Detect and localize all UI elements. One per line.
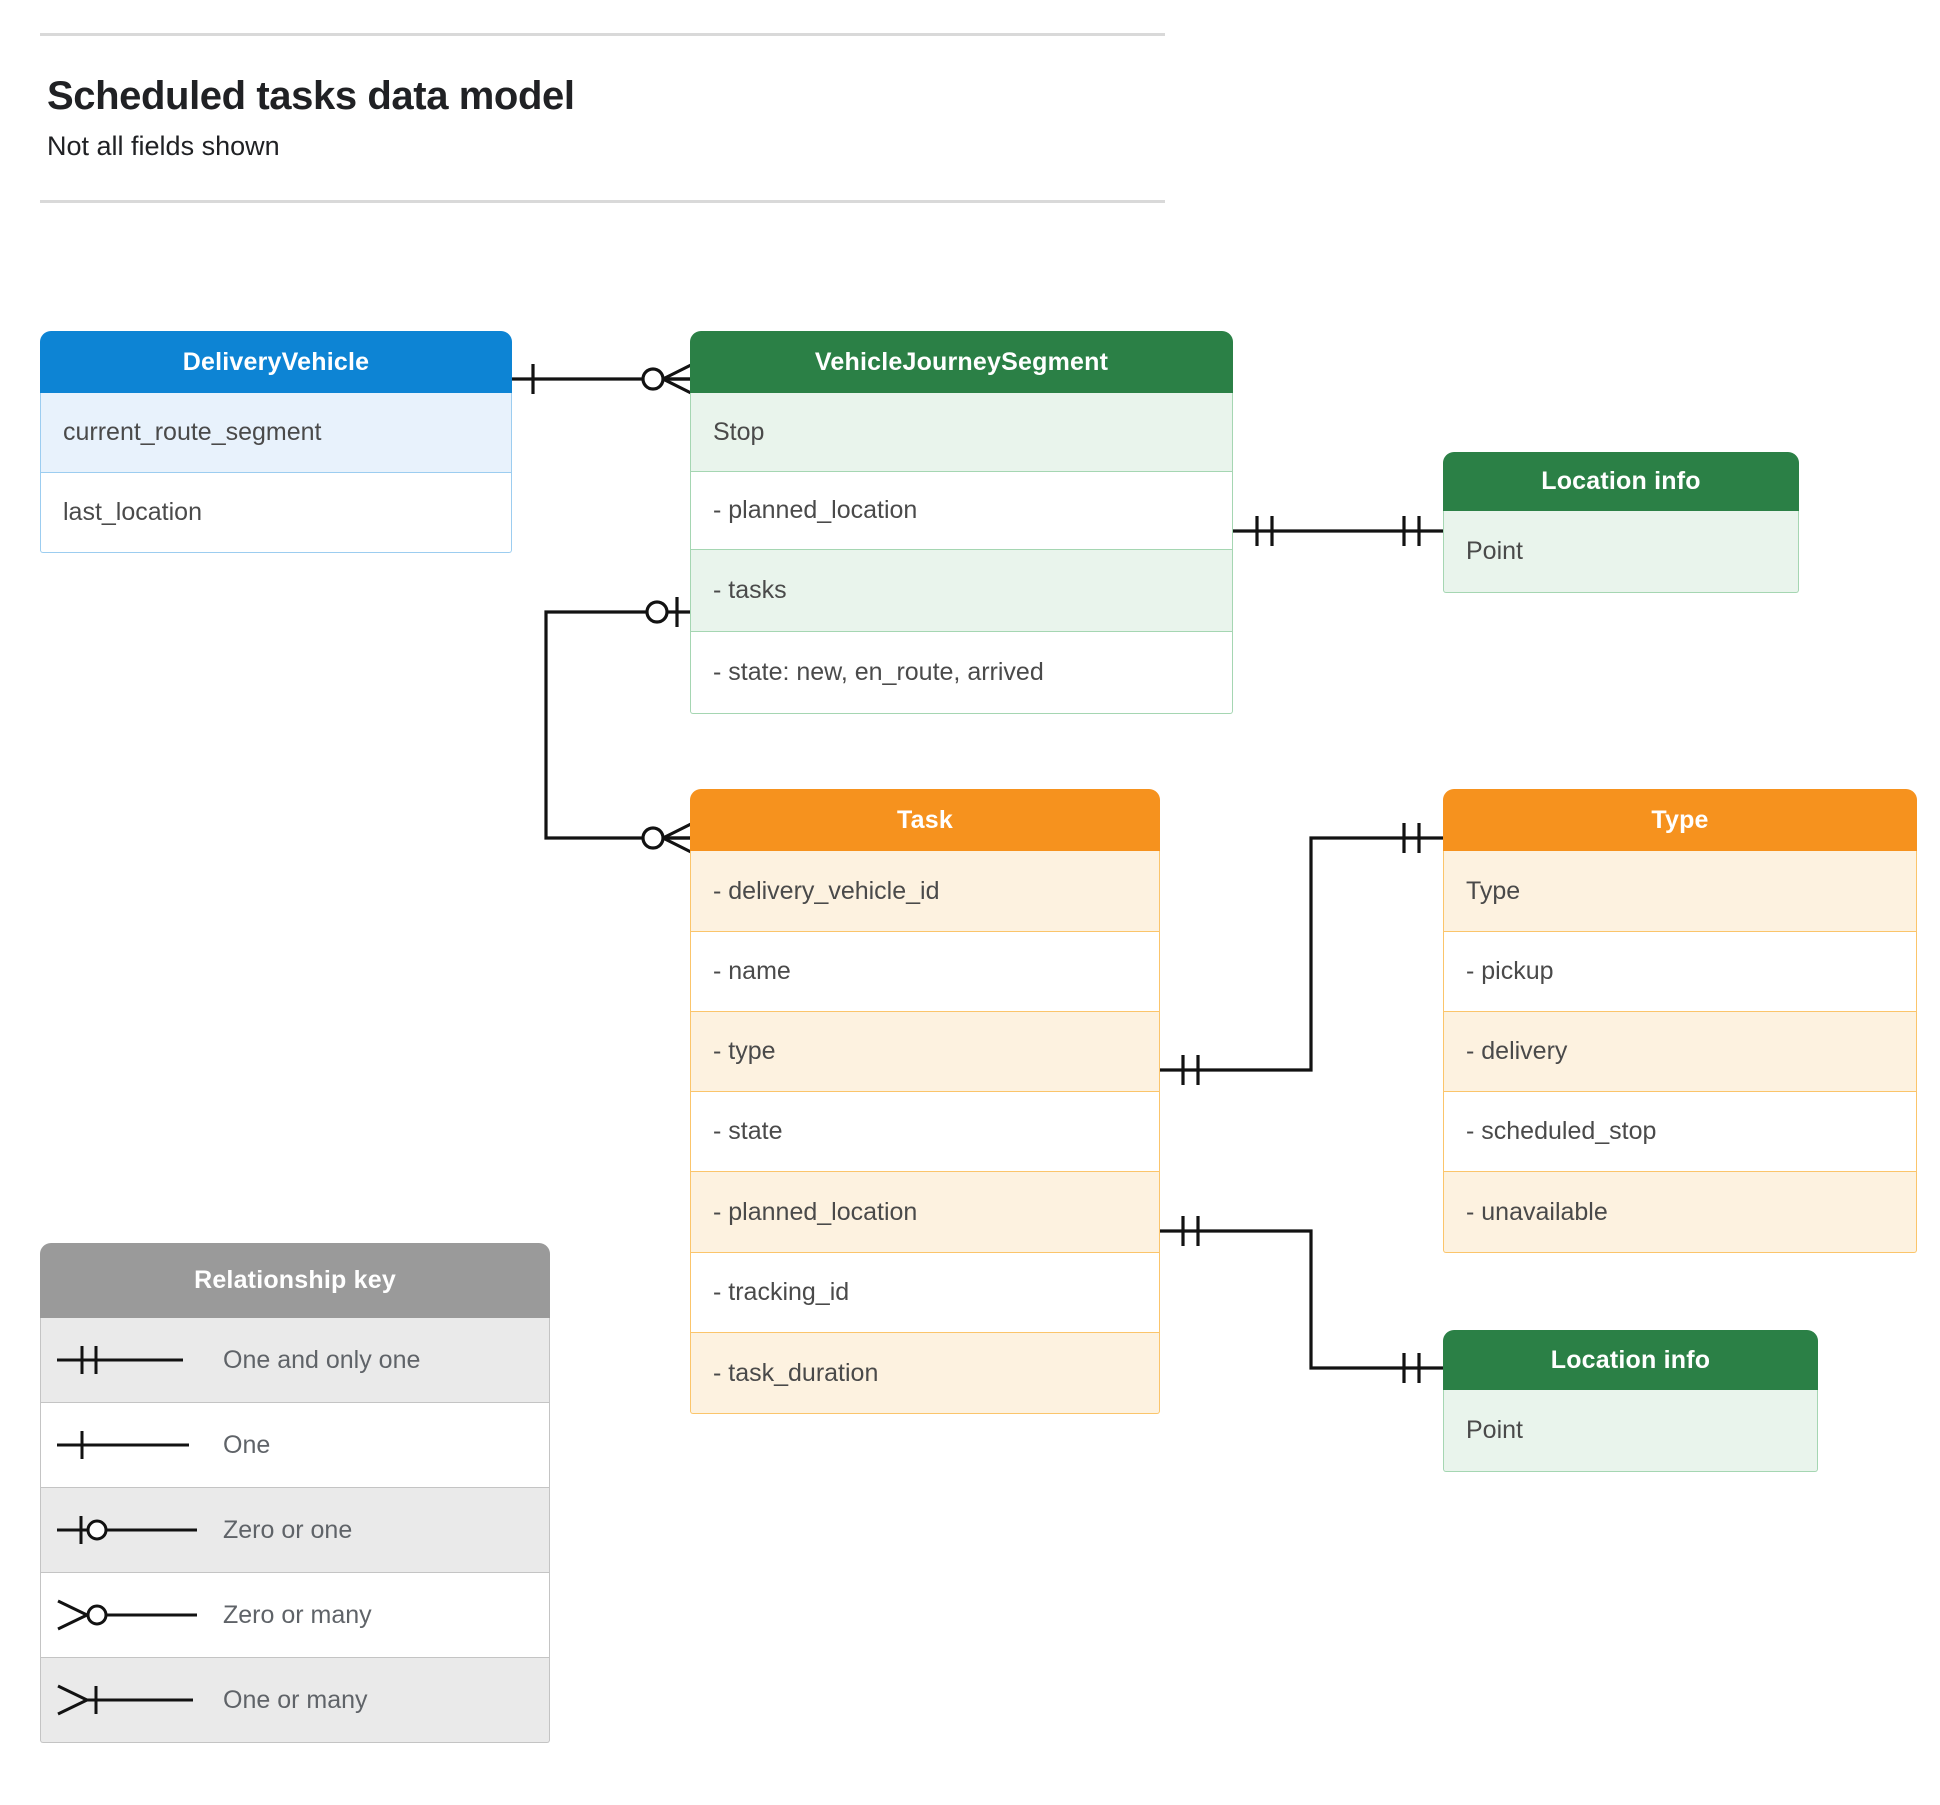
field-row: - delivery_vehicle_id [690,851,1160,932]
entity-title-location-info-top: Location info [1443,452,1799,511]
entity-location-info-top[interactable]: Location info Point [1443,452,1799,593]
one-and-only-one-icon [41,1318,223,1402]
legend-item-zero-or-many: Zero or many [40,1573,550,1658]
field-row: current_route_segment [40,393,512,473]
field-row: - task_duration [690,1333,1160,1414]
header-divider-top [40,33,1165,36]
entity-title-vehicle-journey-segment: VehicleJourneySegment [690,331,1233,393]
field-row: - type [690,1012,1160,1092]
field-row: last_location [40,473,512,553]
entity-delivery-vehicle[interactable]: DeliveryVehicle current_route_segment la… [40,331,512,553]
entity-title-type: Type [1443,789,1917,851]
zero-or-many-icon [41,1573,223,1657]
field-row: Stop [690,393,1233,472]
connector-deliveryvehicle-vehiclejourneysegment [512,362,694,396]
page-title: Scheduled tasks data model [47,74,575,118]
field-row: - name [690,932,1160,1012]
page-subtitle: Not all fields shown [47,131,280,161]
legend-item-label: Zero or many [223,1600,372,1629]
legend-item-label: Zero or one [223,1515,353,1544]
legend-item-label: One [223,1430,271,1459]
legend-item-label: One or many [223,1685,368,1714]
relationship-key-legend: Relationship key One and only one One [40,1243,550,1743]
legend-item-label: One and only one [223,1345,421,1374]
field-row: Type [1443,851,1917,932]
entity-title-task: Task [690,789,1160,851]
entity-title-delivery-vehicle: DeliveryVehicle [40,331,512,393]
connector-vjs-locationinfo-top [1233,516,1443,546]
field-row: - state [690,1092,1160,1172]
one-or-many-icon [41,1658,223,1742]
field-row: - unavailable [1443,1172,1917,1253]
field-row: - tracking_id [690,1253,1160,1333]
entity-type[interactable]: Type Type - pickup - delivery - schedule… [1443,789,1917,1253]
legend-item-one: One [40,1403,550,1488]
legend-item-zero-or-one: Zero or one [40,1488,550,1573]
entity-location-info-bottom[interactable]: Location info Point [1443,1330,1818,1472]
connector-task-locationinfo-bottom [1160,1216,1443,1383]
zero-or-one-icon [41,1488,223,1572]
field-row: - state: new, en_route, arrived [690,632,1233,714]
entity-task[interactable]: Task - delivery_vehicle_id - name - type… [690,789,1160,1414]
legend-item-one-and-only-one: One and only one [40,1318,550,1403]
entity-vehicle-journey-segment[interactable]: VehicleJourneySegment Stop - planned_loc… [690,331,1233,714]
field-row: - pickup [1443,932,1917,1012]
one-icon [41,1403,223,1487]
field-row: - planned_location [690,472,1233,550]
field-row: - scheduled_stop [1443,1092,1917,1172]
field-row: Point [1443,1390,1818,1472]
field-row: Point [1443,511,1799,593]
connector-task-type [1160,823,1443,1085]
field-row: - tasks [690,550,1233,632]
header-divider-bottom [40,200,1165,203]
entity-title-location-info-bottom: Location info [1443,1330,1818,1390]
legend-item-one-or-many: One or many [40,1658,550,1743]
legend-title: Relationship key [40,1243,550,1318]
field-row: - planned_location [690,1172,1160,1253]
field-row: - delivery [1443,1012,1917,1092]
connector-vjs-tasks-task [544,597,694,855]
